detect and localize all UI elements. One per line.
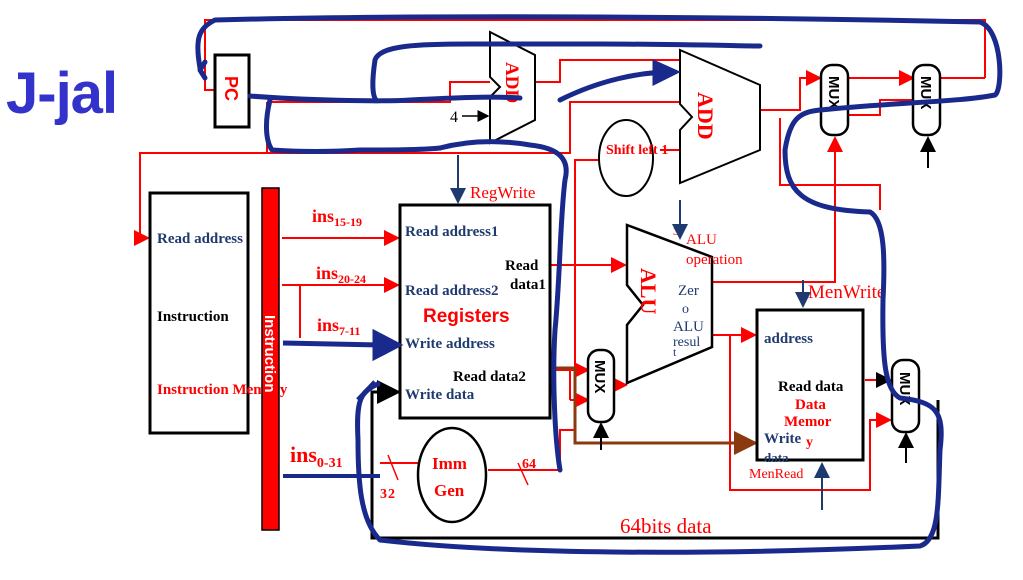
reg-name: Registers: [423, 306, 510, 327]
field-2-label: ins20-24: [316, 263, 366, 286]
alu-unit: [625, 223, 714, 385]
reg-read-address1: Read address1: [405, 224, 499, 240]
im-read-label: Read address: [157, 231, 243, 247]
men-read-label: MenRead: [749, 467, 803, 482]
dm-read-data: Read data: [778, 379, 844, 395]
mux-label-2: MUX: [825, 76, 842, 109]
bits-out-label: 64: [522, 457, 536, 472]
adder-2-label: ADD: [693, 92, 718, 140]
imm-gen-line2: Gen: [434, 481, 465, 500]
instruction-bar-label: Instruction: [261, 315, 278, 393]
annotation-arrows: [282, 59, 681, 478]
alu-zero-b: o: [682, 302, 689, 317]
pc-register: [213, 53, 251, 129]
alu-operation-a: ALU: [686, 232, 717, 248]
dm-name-b: Memor: [784, 414, 832, 430]
reg-read-address2: Read address2: [405, 283, 499, 299]
dm-address: address: [764, 331, 813, 347]
data-memory: [755, 308, 865, 462]
bus-label: 64bits data: [620, 514, 712, 538]
reg-read-data2: Read data2: [453, 369, 526, 385]
shift-label-line1: Shift left 1: [606, 143, 668, 158]
dm-write-data-b: data: [764, 450, 789, 465]
pc-label: PC: [221, 76, 241, 101]
field-1-label: ins15-19: [312, 206, 362, 229]
imm-gen-unit: [416, 426, 488, 524]
field-3-label: ins7-11: [317, 315, 360, 338]
adder-1: [489, 30, 536, 145]
im-instruction-label: Instruction: [157, 309, 229, 325]
dm-name-c: y: [806, 435, 813, 450]
alu-label: ALU: [636, 268, 661, 315]
page-title: J-jal: [6, 61, 118, 126]
imm-gen-line1: Imm: [432, 454, 467, 473]
branch-mux: [819, 63, 850, 137]
regwrite-label: RegWrite: [470, 183, 535, 202]
adder-2: [679, 48, 761, 185]
bits-in-label: 32: [380, 487, 396, 502]
brown-wires: [550, 366, 758, 455]
adder-1-input: 4: [450, 109, 458, 126]
reg-read-data1-b: data1: [510, 277, 546, 293]
shift-left-unit: [598, 119, 654, 197]
reg-write-address: Write address: [405, 336, 495, 352]
alu-result-a: ALU: [673, 319, 704, 335]
dm-write-data-a: Write: [764, 431, 802, 447]
alu-op-bits: 3: [673, 224, 679, 238]
alu-result-b: resul: [673, 335, 700, 350]
reg-read-data1-a: Read: [505, 258, 539, 274]
alu-operation-b: operation: [686, 252, 743, 268]
adder-1-label: ADD: [501, 62, 522, 103]
alu-result-c: t: [673, 345, 677, 359]
instruction-bus-bar: [261, 187, 280, 531]
register-file: [398, 203, 552, 420]
alu-zero-a: Zer: [678, 283, 699, 299]
mux-label-1: MUX: [591, 360, 608, 393]
im-name-label: Instruction Memory: [157, 382, 288, 398]
instruction-memory: [148, 191, 250, 435]
men-write-label: MenWrite: [808, 282, 885, 303]
field-4-label: ins0-31: [290, 442, 343, 471]
reg-write-data: Write data: [405, 387, 475, 403]
dm-name-a: Data: [795, 397, 826, 413]
